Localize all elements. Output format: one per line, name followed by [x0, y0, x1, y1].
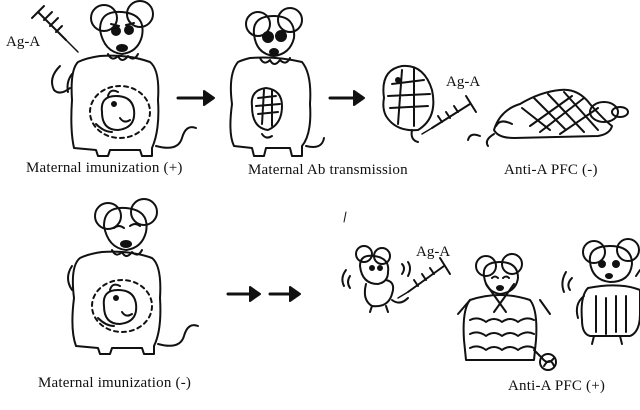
antigen-label: Ag-A	[416, 244, 451, 260]
syringe-icon	[421, 95, 477, 135]
collapsed-mouse	[467, 88, 629, 147]
caption-anti-a-pfc-plus: Anti-A PFC (+)	[508, 378, 606, 394]
arrow-icon	[226, 286, 301, 302]
knitting-mouse	[457, 253, 557, 371]
mother-mouse-ab-transmission	[229, 7, 325, 157]
antigen-label: Ag-A	[6, 34, 41, 50]
young-mouse-injected	[341, 245, 451, 313]
caption-anti-a-pfc-minus: Anti-A PFC (-)	[504, 162, 598, 178]
arrow-icon	[176, 90, 215, 106]
fetus-with-antibodies	[382, 64, 477, 143]
antigen-label: Ag-A	[446, 74, 481, 90]
pregnant-mother-mouse-not-immunized	[67, 198, 199, 355]
syringe-icon	[31, 5, 79, 53]
arrow-icon	[328, 90, 365, 106]
healthy-mouse	[561, 238, 640, 345]
caption-maternal-ab-transmission: Maternal Ab transmission	[248, 162, 408, 178]
syringe-icon	[397, 257, 451, 299]
pregnant-mother-mouse-immunized	[31, 0, 197, 157]
caption-maternal-immunization-minus: Maternal imunization (-)	[38, 375, 192, 391]
caption-maternal-immunization-plus: Maternal imunization (+)	[26, 160, 183, 176]
